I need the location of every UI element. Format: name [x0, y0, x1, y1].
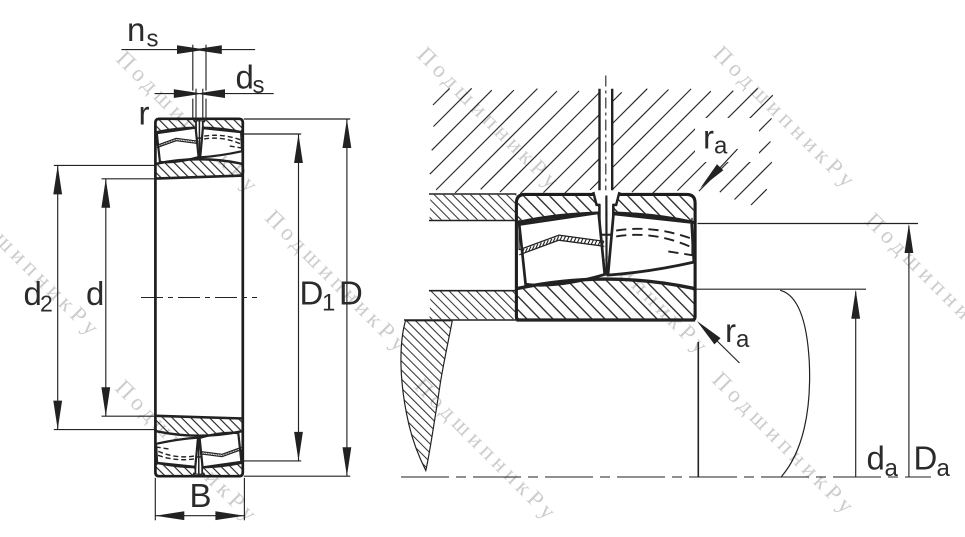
svg-text:s: s — [147, 26, 159, 53]
svg-text:d: d — [86, 275, 104, 312]
svg-text:d: d — [236, 59, 254, 96]
svg-text:D: D — [300, 275, 324, 312]
svg-text:a: a — [714, 133, 728, 160]
svg-text:D: D — [914, 440, 938, 477]
svg-text:d: d — [24, 275, 42, 312]
svg-text:a: a — [937, 455, 951, 482]
svg-text:n: n — [127, 11, 145, 48]
svg-text:d: d — [867, 440, 885, 477]
svg-text:2: 2 — [40, 291, 53, 317]
svg-text:a: a — [885, 455, 899, 482]
svg-text:a: a — [736, 326, 750, 353]
svg-text:r: r — [703, 119, 714, 156]
svg-text:s: s — [253, 72, 265, 99]
svg-text:B: B — [190, 477, 212, 514]
svg-text:D: D — [339, 275, 363, 312]
svg-text:r: r — [725, 312, 736, 349]
svg-text:r: r — [139, 95, 150, 132]
svg-text:1: 1 — [322, 290, 335, 317]
